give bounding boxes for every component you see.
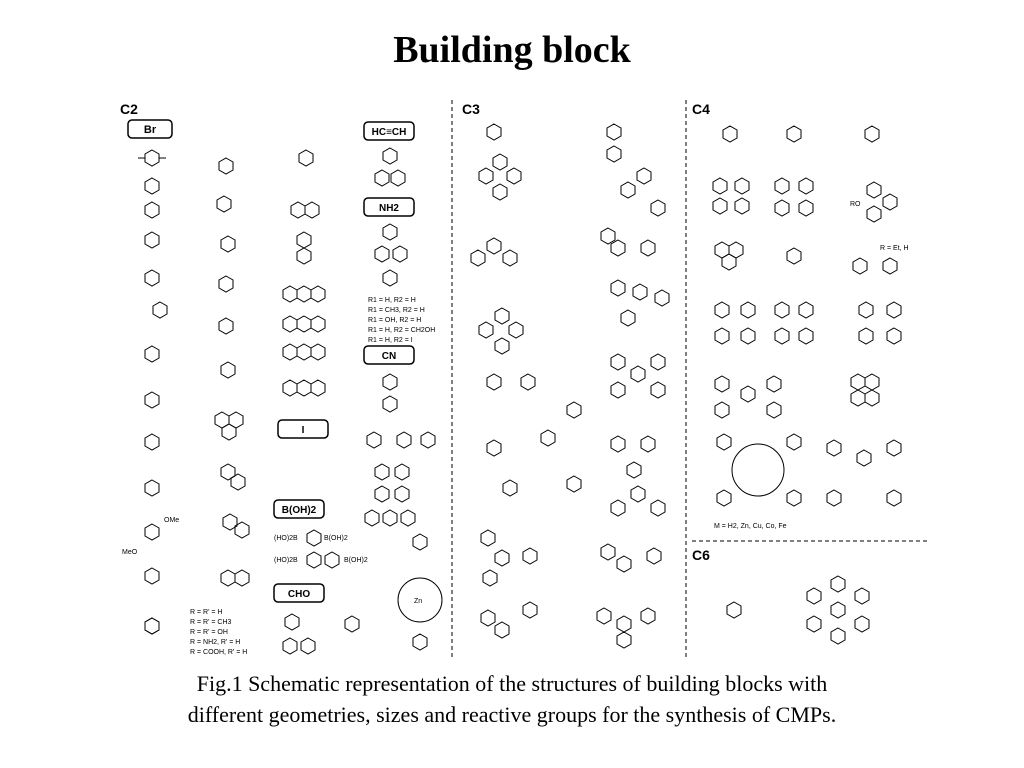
svg-text:Zn: Zn (414, 598, 422, 605)
svg-text:Br: Br (144, 124, 157, 136)
boronic-structures: (HO)2B B(OH)2 (HO)2B B(OH)2 (274, 529, 368, 569)
svg-text:R = R' = H: R = R' = H (190, 609, 222, 616)
r-ethyl-label: R = Et, H (880, 245, 909, 252)
svg-text:NH2: NH2 (379, 203, 399, 214)
group-label-c2: C2 (120, 101, 138, 117)
svg-text:(HO)2B: (HO)2B (274, 557, 298, 564)
group-label-c3: C3 (462, 101, 480, 117)
svg-text:R1 = OH, R2 = H: R1 = OH, R2 = H (368, 317, 421, 324)
svg-text:R = R' = CH3: R = R' = CH3 (190, 619, 232, 626)
metal-legend: M = H2, Zn, Cu, Co, Fe (714, 523, 787, 530)
c2-col1-structures (138, 149, 168, 635)
svg-text:R1 = CH3, R2 = H: R1 = CH3, R2 = H (368, 307, 425, 314)
svg-text:CN: CN (382, 351, 396, 362)
box-alkyne: HC≡CH (363, 121, 415, 141)
svg-text:R1 = H, R2 = CH2OH: R1 = H, R2 = CH2OH (368, 327, 435, 334)
svg-text:R = R' = OH: R = R' = OH (190, 629, 228, 636)
svg-text:B(OH)2: B(OH)2 (282, 505, 317, 516)
porphyrin-zn: Zn (397, 533, 443, 651)
r1r2-legend: R1 = H, R2 = H R1 = CH3, R2 = H R1 = OH,… (368, 297, 435, 344)
svg-text:R1 = H, R2 = H: R1 = H, R2 = H (368, 297, 416, 304)
meo-label: MeO (122, 549, 138, 556)
r-legend: R = R' = H R = R' = CH3 R = R' = OH R = … (190, 609, 247, 656)
svg-text:B(OH)2: B(OH)2 (344, 557, 368, 564)
c2-col2-structures (144, 157, 250, 635)
c2-col3-structures (282, 149, 326, 397)
group-label-c4: C4 (692, 101, 710, 117)
svg-text:I: I (302, 425, 305, 436)
box-boronic: B(OH)2 (273, 499, 325, 519)
c6-structures (726, 575, 870, 645)
svg-text:R = COOH, R' = H: R = COOH, R' = H (190, 649, 247, 656)
box-iodo: I (277, 419, 329, 439)
svg-text:(HO)2B: (HO)2B (274, 535, 298, 542)
ro-label: RO (850, 201, 861, 208)
svg-text:HC≡CH: HC≡CH (372, 127, 407, 138)
group-label-c6: C6 (692, 547, 710, 563)
caption-line-1: Fig.1 Schematic representation of the st… (196, 671, 828, 696)
box-nh2: NH2 (363, 197, 415, 217)
building-block-figure: C2 C3 C4 C6 Br HC≡CH NH2 CN I B(OH)2 CHO (120, 100, 930, 658)
figure-caption: Fig.1 Schematic representation of the st… (0, 668, 1024, 730)
caption-line-2: different geometries, sizes and reactive… (187, 702, 837, 727)
box-cho: CHO (273, 583, 325, 603)
page-title: Building block (393, 29, 631, 71)
cho-structures (282, 613, 360, 655)
svg-text:B(OH)2: B(OH)2 (324, 535, 348, 542)
svg-text:R1 = H, R2 = I: R1 = H, R2 = I (368, 337, 413, 344)
svg-text:R = NH2, R' = H: R = NH2, R' = H (190, 639, 240, 646)
c3-structures (470, 123, 670, 649)
svg-text:CHO: CHO (288, 589, 310, 600)
c4-structures (712, 125, 902, 507)
box-br: Br (127, 119, 173, 139)
box-cn: CN (363, 345, 415, 365)
ome-label: OMe (164, 517, 179, 524)
